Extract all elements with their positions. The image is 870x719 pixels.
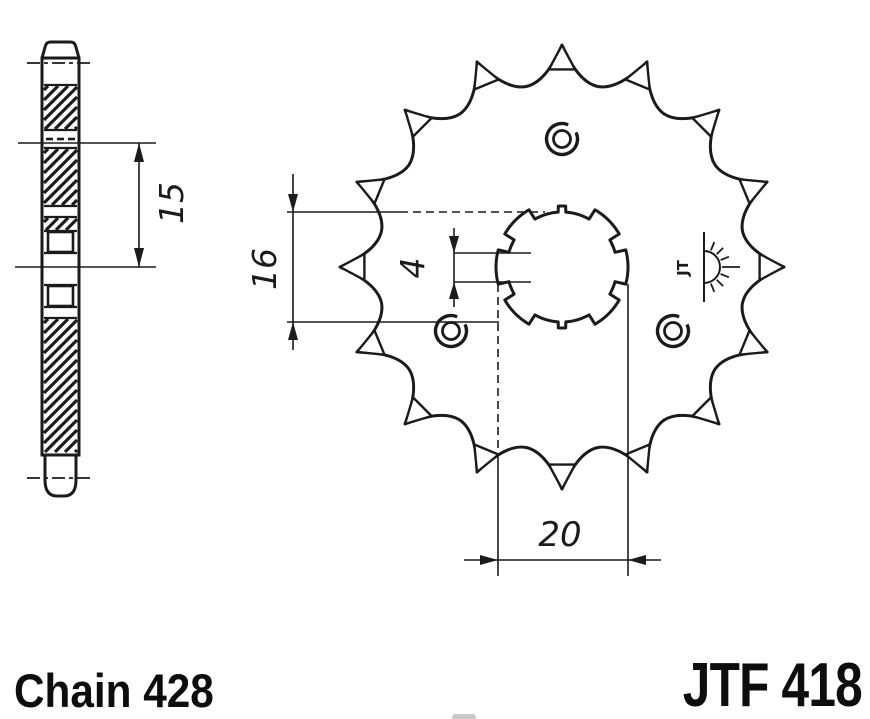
hatch-line xyxy=(42,317,70,345)
logo-sun-ray xyxy=(710,283,716,293)
hatch-line xyxy=(73,448,79,454)
hatch-line xyxy=(53,105,79,131)
tooth-tip-chamfer xyxy=(355,329,386,356)
hatch-line xyxy=(42,84,50,92)
tooth-tip-chamfer xyxy=(547,463,577,491)
cropped-edge-mark xyxy=(452,714,476,719)
dimension-arrowhead xyxy=(288,322,298,340)
hatch-line xyxy=(42,84,60,102)
hatch-line xyxy=(42,328,79,365)
hatch-line xyxy=(70,198,79,207)
hatch-line xyxy=(42,378,79,415)
hatch-line xyxy=(42,398,79,435)
lightening-hole-inner xyxy=(552,129,572,149)
dimension-arrowhead xyxy=(288,194,298,212)
dimension-annotations: 15 16 4 20 xyxy=(15,142,661,576)
dimension-arrowhead xyxy=(134,143,144,162)
hatch-line xyxy=(64,217,79,232)
hatch-line xyxy=(42,168,79,205)
logo-sun-ray xyxy=(720,255,730,261)
side-top-tooth-cap xyxy=(40,40,81,59)
hatch-line xyxy=(73,125,79,131)
lightening-hole-inner xyxy=(663,321,683,341)
side-bottom-tooth-cap xyxy=(43,455,78,498)
tooth-tip-chamfer xyxy=(547,43,577,71)
dim-bore-major-label: 20 xyxy=(538,515,581,555)
hatch-line xyxy=(63,438,79,454)
hatch-line xyxy=(42,85,79,122)
chain-size-label: Chain 428 xyxy=(14,664,214,717)
hatch-line xyxy=(42,318,79,355)
hatch-line xyxy=(42,216,50,224)
logo-sun-ray xyxy=(720,273,730,279)
hatch-line xyxy=(42,388,79,425)
hatch-line xyxy=(42,148,79,185)
jt-logo-text: JT xyxy=(674,259,692,277)
dim-side-thickness-label: 15 xyxy=(152,182,191,224)
hatch-line xyxy=(43,418,79,454)
tooth-tip-chamfer xyxy=(738,329,769,356)
hatch-line xyxy=(50,178,79,207)
dimension-arrowhead xyxy=(480,555,498,565)
dimension-arrowhead xyxy=(449,236,459,253)
hatch-line xyxy=(43,95,79,131)
hatch-line xyxy=(42,84,70,112)
dimension-arrowhead xyxy=(628,555,646,565)
hatch-line xyxy=(42,358,79,395)
logo-sun-ray xyxy=(710,241,716,251)
tooth-tip-chamfer xyxy=(338,252,366,282)
logo-sun-ray xyxy=(716,279,724,287)
tooth-tip-chamfer xyxy=(473,443,500,474)
dim-bore-minor-label: 16 xyxy=(245,248,284,290)
hatch-line xyxy=(42,348,79,385)
dimension-arrowhead xyxy=(449,282,459,299)
tooth-tip-chamfer xyxy=(355,178,386,205)
tooth-tip-chamfer xyxy=(758,252,786,282)
hatch-line xyxy=(42,147,70,175)
lightening-hole-outer xyxy=(655,313,691,349)
tooth-tip-chamfer xyxy=(403,108,433,138)
hatch-line xyxy=(42,338,79,375)
hatch-line xyxy=(42,368,79,405)
hatch-line xyxy=(42,317,60,335)
hatch-line xyxy=(42,147,60,165)
hatch-line xyxy=(44,216,60,232)
tooth-tip-chamfer xyxy=(473,60,500,91)
hatch-line xyxy=(63,115,79,131)
spline-bore xyxy=(494,204,630,330)
tooth-tip-chamfer xyxy=(738,178,769,205)
lightening-hole-outer xyxy=(544,121,580,157)
hatch-line xyxy=(42,317,50,325)
front-sprocket-view xyxy=(338,43,786,491)
hatch-line xyxy=(42,408,79,445)
part-number-label: JTF 418 xyxy=(682,651,863,719)
dimension-arrowhead xyxy=(134,248,144,267)
tooth-tip-chamfer xyxy=(691,108,721,138)
hatch-line xyxy=(42,147,50,155)
tooth-tip-chamfer xyxy=(624,60,651,91)
hatch-line xyxy=(60,188,79,207)
side-spline-box xyxy=(46,230,75,254)
logo-sun-ray xyxy=(716,247,724,255)
logo-half-sun xyxy=(703,250,721,284)
dim-spline-groove-label: 4 xyxy=(393,258,432,279)
tooth-tip-chamfer xyxy=(691,396,721,426)
side-section-view xyxy=(27,40,92,498)
jt-sun-logo: JT xyxy=(674,232,740,302)
tooth-tip-chamfer xyxy=(403,396,433,426)
side-spline-box xyxy=(46,284,75,308)
hatch-line xyxy=(53,428,79,454)
hatch-line xyxy=(54,216,70,232)
tooth-tip-chamfer xyxy=(624,443,651,474)
hatch-line xyxy=(42,158,79,195)
